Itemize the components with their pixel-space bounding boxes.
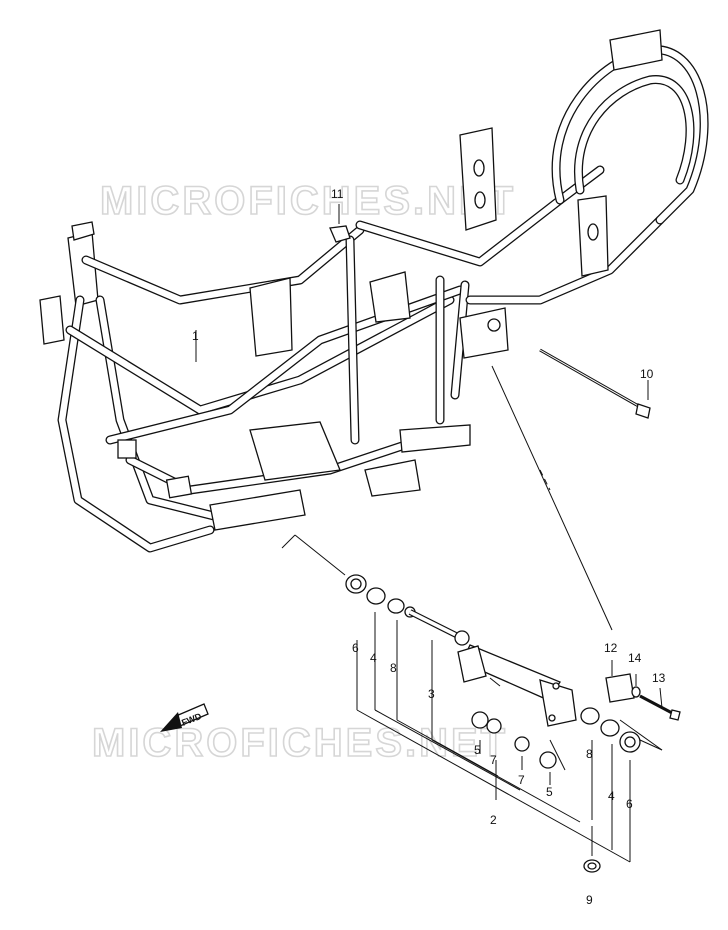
watermark-bottom: MICROFICHES.NET xyxy=(92,721,508,765)
main-frame xyxy=(39,29,709,553)
part-10-bolt xyxy=(539,348,651,419)
callout-5-left: 5 xyxy=(474,743,481,757)
engine-mount-assembly xyxy=(345,574,681,873)
callout-13: 13 xyxy=(652,671,666,685)
callout-11: 11 xyxy=(331,187,344,201)
callout-4-right: 4 xyxy=(608,789,615,803)
callout-1: 1 xyxy=(192,329,199,343)
callout-leaders xyxy=(356,612,663,863)
callout-8-left: 8 xyxy=(390,661,397,675)
callout-numbers: 1 2 3 4 4 5 5 6 6 7 7 8 8 9 10 11 12 13 … xyxy=(192,187,666,907)
callout-5-right: 5 xyxy=(546,785,553,799)
watermark-top: MICROFICHES.NET xyxy=(100,179,516,223)
callout-4-left: 4 xyxy=(370,651,377,665)
callout-9: 9 xyxy=(586,893,593,907)
callout-12: 12 xyxy=(604,641,618,655)
callout-2: 2 xyxy=(490,813,497,827)
callout-3: 3 xyxy=(428,687,435,701)
callout-7-left: 7 xyxy=(490,753,497,767)
callout-14: 14 xyxy=(628,651,642,665)
callout-8-right: 8 xyxy=(586,747,593,761)
callout-6-right: 6 xyxy=(626,797,633,811)
callout-6-left: 6 xyxy=(352,641,359,655)
callout-10: 10 xyxy=(640,367,654,381)
callout-7-right: 7 xyxy=(518,773,525,787)
part-11-nut xyxy=(329,204,351,243)
